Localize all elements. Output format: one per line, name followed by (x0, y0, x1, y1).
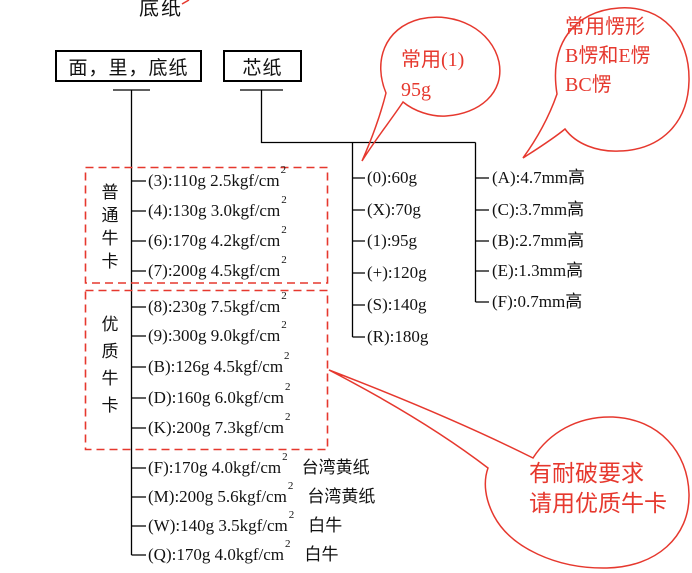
flute-item: (F):0.7mm高 (492, 292, 583, 311)
callout-text-burst-requirement: 有耐破要求 请用优质牛卡 (529, 459, 667, 519)
callout-burst-line1: 有耐破要求 (529, 461, 644, 486)
liner-item: (D):160g 6.0kgf/cm2 (148, 381, 291, 407)
liner-item: (Q):170g 4.0kgf/cm2白牛 (148, 538, 339, 564)
liner-item: (9):300g 9.0kgf/cm2 (148, 319, 287, 345)
callout-text-common-flutes: 常用愣形 B愣和E愣 BC愣 (565, 13, 651, 100)
core-paper-box: 芯纸 (223, 50, 302, 82)
core-item: (X):70g (367, 200, 421, 219)
core-item: (S):140g (367, 295, 427, 314)
callout-flutes-line1: 常用愣形 (565, 16, 645, 38)
liner-item: (4):130g 3.0kgf/cm2 (148, 194, 287, 220)
liner-item: (8):230g 7.5kgf/cm2 (148, 290, 287, 316)
flute-item: (E):1.3mm高 (492, 261, 584, 280)
liner-paper-box: 面，里，底纸 (55, 50, 202, 82)
group-label-premium-kraft: 优质牛卡 (101, 315, 119, 415)
core-paper-box-label: 芯纸 (242, 57, 283, 79)
liner-item: (K):200g 7.3kgf/cm2 (148, 411, 291, 437)
core-item: (0):60g (367, 168, 418, 187)
liner-item: (B):126g 4.5kgf/cm2 (148, 350, 290, 376)
red-mark-top (181, 0, 190, 5)
callout-text-common-weight: 常用(1) 95g (401, 45, 464, 105)
core-item: (+):120g (367, 263, 427, 282)
core-item: (R):180g (367, 327, 429, 346)
flute-item: (A):4.7mm高 (492, 168, 586, 187)
group-label-ordinary-kraft: 普通牛卡 (101, 183, 119, 271)
flute-item: (B):2.7mm高 (492, 231, 585, 250)
liner-item: (6):170g 4.2kgf/cm2 (148, 224, 287, 250)
liner-item: (M):200g 5.6kgf/cm2台湾黄纸 (148, 480, 376, 506)
liner-item: (F):170g 4.0kgf/cm2台湾黄纸 (148, 451, 370, 477)
callout-flutes-line2: B愣和E愣 (565, 45, 651, 67)
liner-paper-box-label: 面，里，底纸 (68, 57, 189, 79)
callout-flutes-line3: BC愣 (565, 74, 612, 96)
flute-item: (C):3.7mm高 (492, 200, 585, 219)
top-label-bottom-paper: 底纸 (139, 0, 183, 20)
liner-item: (3):110g 2.5kgf/cm2 (148, 164, 287, 190)
core-item: (1):95g (367, 231, 418, 250)
callout-weight-line2: 95g (401, 79, 431, 101)
callout-weight-line1: 常用(1) (401, 49, 465, 71)
liner-item: (W):140g 3.5kgf/cm2白牛 (148, 509, 343, 535)
callout-burst-line2: 请用优质牛卡 (529, 491, 667, 516)
liner-item: (7):200g 4.5kgf/cm2 (148, 254, 287, 280)
